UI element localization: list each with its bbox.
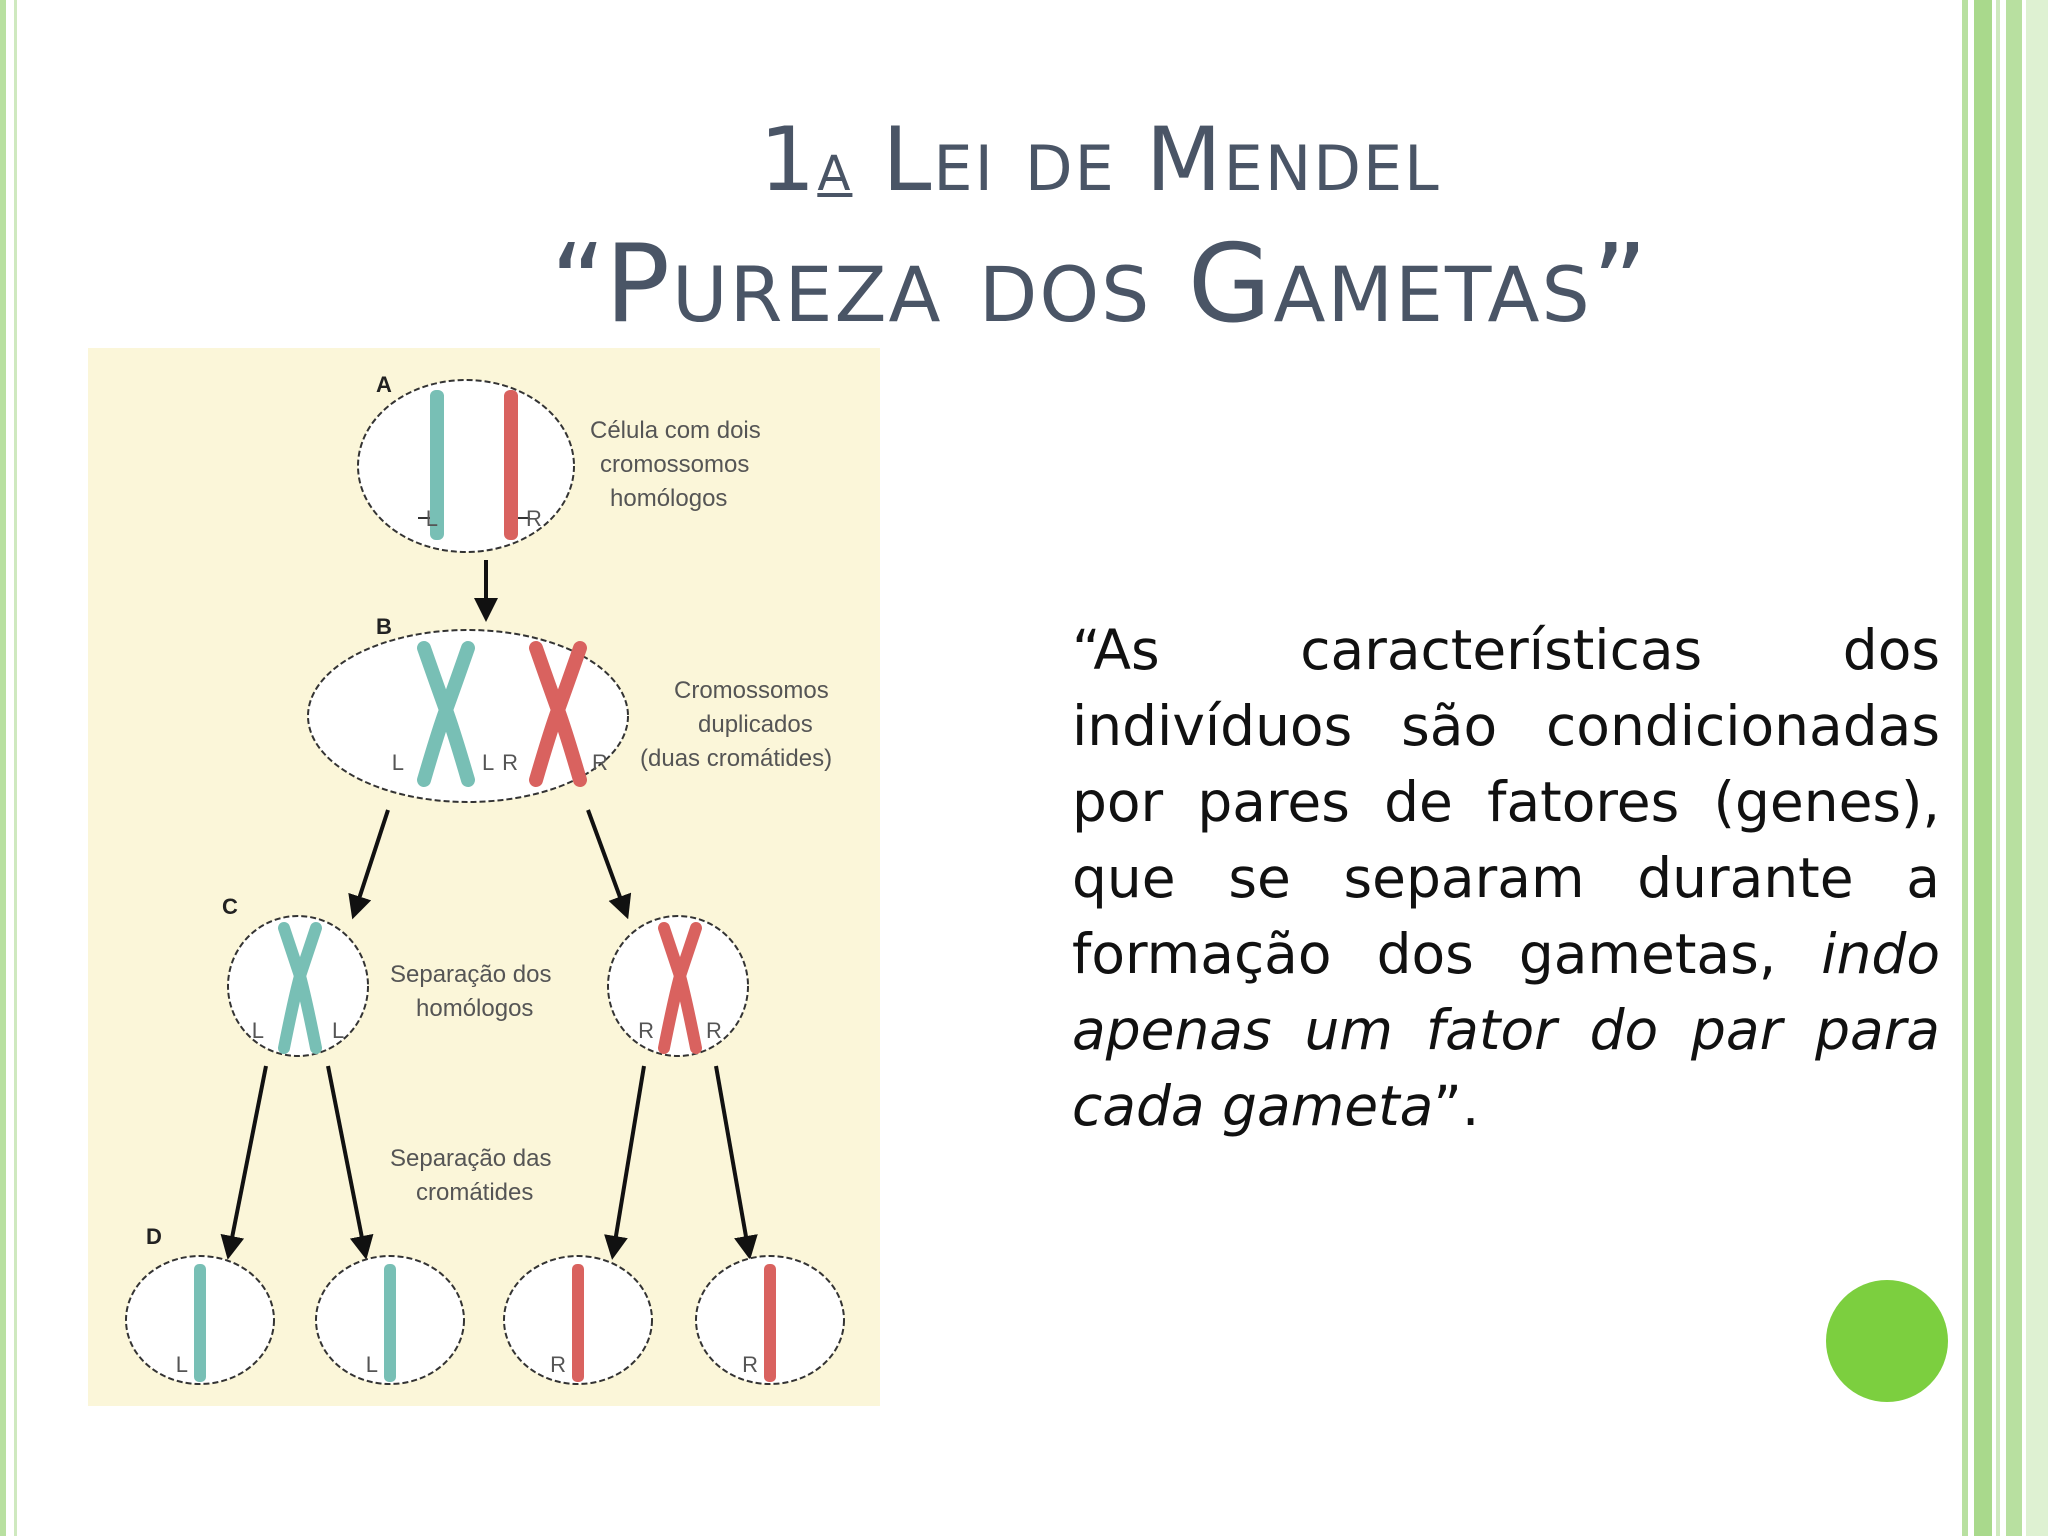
allele-d-1: L bbox=[176, 1352, 188, 1377]
label-b: Cromossomos duplicados (duas cromátides) bbox=[640, 677, 835, 772]
allele-a-r: R bbox=[526, 506, 542, 531]
decorative-green-circle bbox=[1826, 1280, 1948, 1402]
gamete-1-chromatid bbox=[194, 1264, 206, 1382]
right-border-stripe-5 bbox=[2026, 0, 2048, 1536]
arrow-c-to-d-4 bbox=[714, 1065, 758, 1260]
label-c: Separação dos homólogos bbox=[390, 961, 558, 1022]
label-a-line-2: cromossomos bbox=[600, 451, 749, 478]
allele-d-4: R bbox=[742, 1352, 758, 1377]
left-border-stripe bbox=[0, 0, 6, 1536]
label-a-line-3: homólogos bbox=[610, 485, 727, 512]
allele-d-3: R bbox=[550, 1352, 566, 1377]
stage-letter-d: D bbox=[146, 1224, 162, 1249]
right-border-stripe-4 bbox=[2006, 0, 2022, 1536]
mendel-law-quote: “As características dos indivíduos são c… bbox=[1072, 612, 1940, 1144]
arrow-b-to-c-left bbox=[348, 809, 390, 920]
quote-closing: ”. bbox=[1433, 1074, 1480, 1138]
title-ordinal: A bbox=[817, 146, 853, 202]
title-law-name: Lei de Mendel bbox=[852, 108, 1441, 211]
quote-italic-text: indo apenas um fator do par para cada ga… bbox=[1072, 922, 1940, 1138]
allele-b-l1: L bbox=[392, 750, 404, 775]
gamete-2-chromatid bbox=[384, 1264, 396, 1382]
label-d: Separação das cromátides bbox=[390, 1145, 558, 1206]
arrow-c-to-d-2 bbox=[326, 1065, 374, 1260]
label-a: Célula com dois cromossomos homólogos bbox=[590, 417, 767, 512]
chromosome-a-teal bbox=[430, 390, 444, 540]
label-c-line-2: homólogos bbox=[416, 995, 533, 1022]
arrow-b-to-c-right bbox=[586, 809, 632, 920]
allele-c-r2: R bbox=[706, 1018, 722, 1043]
arrow-c-to-d-3 bbox=[604, 1065, 646, 1260]
title-line-2: “Pureza dos Gametas” bbox=[550, 222, 1650, 347]
chromosome-c-red bbox=[658, 922, 702, 1054]
allele-b-l2: L bbox=[482, 750, 494, 775]
allele-c-l2: L bbox=[332, 1018, 344, 1043]
quote-text: “As características dos indivíduos são c… bbox=[1072, 618, 1940, 986]
label-b-line-1: Cromossomos bbox=[674, 677, 829, 704]
label-c-line-1: Separação dos bbox=[390, 961, 551, 988]
allele-b-r2: R bbox=[592, 750, 608, 775]
allele-a-l: L bbox=[426, 506, 438, 531]
right-border-stripe-2 bbox=[1974, 0, 1992, 1536]
title-line-1: 1A Lei de Mendel bbox=[300, 100, 1900, 220]
allele-c-l1: L bbox=[252, 1018, 264, 1043]
allele-d-2: L bbox=[366, 1352, 378, 1377]
gamete-4-chromatid bbox=[764, 1264, 776, 1382]
gamete-3-chromatid bbox=[572, 1264, 584, 1382]
title-number: 1 bbox=[759, 108, 818, 211]
cell-a bbox=[357, 379, 575, 553]
right-border-stripe-1 bbox=[1962, 0, 1968, 1536]
meiosis-diagram-svg: A L R Célula com dois cromossomos homólo… bbox=[125, 372, 845, 1385]
label-a-line-1: Célula com dois bbox=[590, 417, 761, 444]
stage-letter-c: C bbox=[222, 894, 238, 919]
label-d-line-1: Separação das bbox=[390, 1145, 551, 1172]
chromosome-a-red bbox=[504, 390, 518, 540]
label-b-line-2: duplicados bbox=[698, 711, 813, 738]
slide-title: 1A Lei de Mendel “Pureza dos Gametas” bbox=[300, 100, 1900, 350]
arrow-c-to-d-1 bbox=[220, 1065, 268, 1260]
chromosome-b-red bbox=[529, 641, 587, 787]
chromosome-c-teal bbox=[278, 922, 322, 1054]
chromosome-b-teal bbox=[417, 641, 475, 787]
allele-b-r1: R bbox=[502, 750, 518, 775]
meiosis-diagram: A L R Célula com dois cromossomos homólo… bbox=[88, 348, 880, 1406]
stage-letter-a: A bbox=[376, 372, 392, 397]
label-b-line-3: (duas cromátides) bbox=[640, 745, 832, 772]
right-border-stripe-3 bbox=[1996, 0, 2000, 1536]
stage-letter-b: B bbox=[376, 614, 392, 639]
label-d-line-2: cromátides bbox=[416, 1179, 533, 1206]
left-border-thin-stripe bbox=[14, 0, 17, 1536]
allele-c-r1: R bbox=[638, 1018, 654, 1043]
